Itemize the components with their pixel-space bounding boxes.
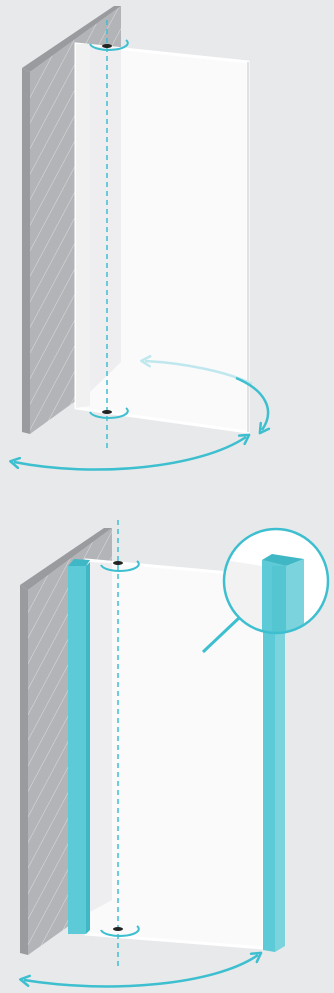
door-edge-seal [263, 570, 285, 952]
floor-swing-arrow [19, 951, 263, 988]
illustration-door-rotation [9, 6, 271, 471]
zoomed-seal-detail [224, 529, 328, 633]
wall-side-seal [68, 559, 90, 934]
glass-door [74, 42, 250, 434]
illustration-door-with-seals [19, 520, 330, 988]
glass-door [84, 558, 265, 950]
top-pivot [89, 39, 129, 51]
floor-swing-arrow [9, 433, 251, 471]
callout-leader [201, 615, 242, 654]
bottom-pivot [89, 407, 129, 419]
seal-zoom-callout [201, 527, 330, 654]
top-pivot [100, 560, 140, 572]
door-sweep-arrow [235, 376, 271, 435]
bottom-pivot [100, 925, 140, 937]
